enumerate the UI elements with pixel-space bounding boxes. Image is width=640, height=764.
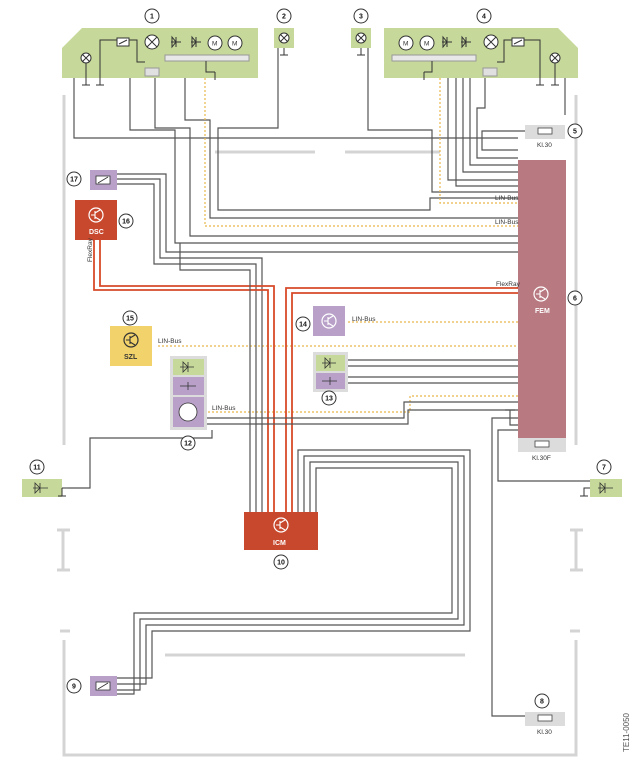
callout-number-16: 16	[122, 219, 130, 226]
fuse-kl30-top	[525, 125, 565, 139]
callout-number-2: 2	[282, 14, 286, 21]
callout-circle-16	[118, 213, 134, 229]
led-7	[580, 479, 622, 497]
fem-module	[518, 160, 566, 452]
callout-circle-2	[276, 8, 292, 24]
callout-circle-4	[476, 8, 492, 24]
callout-circle-17	[66, 171, 82, 187]
callout-number-15: 15	[126, 316, 134, 323]
dsc-module	[75, 200, 117, 240]
callout-circle-12	[180, 435, 196, 451]
motor-label-4: M	[424, 41, 429, 48]
kl30-top-label: Kl.30	[537, 142, 552, 149]
icm-module	[244, 512, 318, 550]
module-14	[313, 306, 345, 336]
callout-circle-5	[567, 123, 583, 139]
callout-number-4: 4	[482, 14, 486, 21]
callout-number-9: 9	[72, 684, 76, 691]
callout-number-14: 14	[299, 322, 307, 329]
kl30f-label: Kl.30F	[532, 455, 551, 462]
callout-number-8: 8	[540, 699, 544, 706]
callout-circle-9	[66, 678, 82, 694]
motor-label-2: M	[232, 41, 237, 48]
led-11	[22, 479, 68, 497]
szl-module	[110, 326, 152, 366]
callout-circle-3	[353, 8, 369, 24]
fuse-kl30-bottom	[525, 712, 565, 726]
lin-bus-label-2: LIN-Bus	[495, 219, 519, 226]
callout-number-3: 3	[359, 14, 363, 21]
callout-number-1: 1	[150, 14, 154, 21]
callout-circle-8	[534, 693, 550, 709]
callout-number-7: 7	[602, 465, 606, 472]
callout-circle-10	[273, 554, 289, 570]
callout-circle-15	[122, 310, 138, 326]
callout-circle-1	[144, 8, 160, 24]
wires-17	[117, 173, 518, 512]
icm-label: ICM	[273, 540, 286, 547]
lin-bus-label-12: LIN-Bus	[212, 405, 236, 412]
callout-number-11: 11	[33, 465, 41, 472]
bar-left-components	[80, 34, 250, 86]
callout-number-10: 10	[277, 560, 285, 567]
lin-bus-label-15: LIN-Bus	[158, 338, 182, 345]
flexray-label-dsc: FlexRay	[87, 237, 94, 262]
callout-number-5: 5	[573, 129, 577, 136]
callout-number-6: 6	[573, 296, 577, 303]
motor-label-1: M	[212, 41, 217, 48]
image-code: TE11-0050	[622, 712, 631, 752]
green-bar-left	[62, 28, 258, 78]
callout-number-12: 12	[184, 441, 192, 448]
callout-circle-14	[295, 316, 311, 332]
vehicle-outline	[57, 95, 583, 757]
wires-13	[348, 359, 518, 384]
kl30-bottom-label: Kl.30	[537, 729, 552, 736]
fem-label: FEM	[535, 308, 550, 315]
lin-bus-label-1: LIN-Bus	[495, 195, 519, 202]
callout-number-13: 13	[325, 396, 333, 403]
callout-number-17: 17	[70, 177, 78, 184]
sensor-17	[90, 170, 117, 190]
motor-label-3: M	[403, 41, 408, 48]
icm-wires	[68, 243, 590, 717]
callout-circle-6	[567, 290, 583, 306]
flexray-wires	[93, 240, 518, 512]
wires-12	[207, 401, 518, 425]
flexray-label-fem: FlexRay	[496, 281, 521, 288]
bulbs-2-3	[278, 32, 367, 56]
lin-wires	[158, 78, 518, 413]
green-bar-right	[384, 28, 578, 78]
dsc-label: DSC	[89, 229, 104, 236]
lin-bus-label-14: LIN-Bus	[352, 316, 376, 323]
top-wires	[73, 48, 566, 244]
szl-label: SZL	[124, 354, 138, 361]
callout-circle-13	[321, 390, 337, 406]
callout-circle-7	[596, 459, 612, 475]
sensor-9	[90, 676, 117, 696]
switch-group-13	[313, 352, 348, 392]
switch-group-12	[170, 356, 207, 430]
bar-right-components	[391, 34, 561, 86]
callout-circle-11	[29, 459, 45, 475]
